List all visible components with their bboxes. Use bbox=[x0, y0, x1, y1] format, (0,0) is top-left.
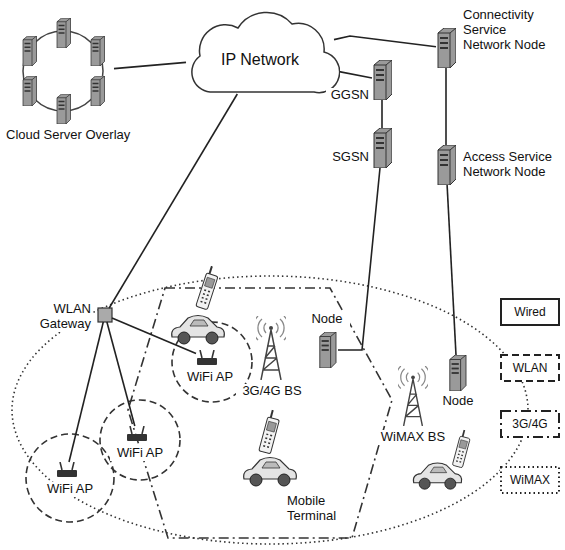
wlan-coverage bbox=[100, 400, 180, 480]
access-point-icon bbox=[57, 462, 77, 477]
legend-item: WiMAX bbox=[500, 466, 560, 494]
network-node: WiFi AP bbox=[196, 350, 218, 366]
wired-link bbox=[107, 322, 135, 426]
network-node: Node bbox=[446, 355, 468, 391]
server-icon bbox=[23, 36, 37, 66]
car-icon bbox=[413, 463, 461, 489]
car-icon bbox=[172, 316, 225, 345]
overlay-label: Cloud Server Overlay bbox=[5, 128, 175, 143]
wlan-coverage bbox=[26, 434, 114, 522]
station-label: 3G/4G BS bbox=[236, 384, 308, 399]
wired-link bbox=[114, 62, 186, 68]
server-icon bbox=[374, 128, 392, 168]
base-station-icon bbox=[253, 316, 289, 380]
access-point-icon bbox=[197, 350, 217, 365]
legend-item: 3G/4G bbox=[500, 410, 560, 438]
terminal-label: Mobile Terminal bbox=[286, 494, 346, 524]
server-icon bbox=[91, 36, 105, 66]
network-node: Cloud Server Overlay bbox=[12, 22, 114, 124]
network-node: SGSN bbox=[372, 128, 392, 168]
network-node: Node bbox=[316, 332, 338, 368]
legend-line-sample bbox=[501, 299, 559, 325]
wired-link bbox=[381, 100, 383, 128]
server-icon bbox=[320, 332, 336, 368]
wired-link bbox=[109, 94, 237, 308]
node-label: Node bbox=[304, 312, 350, 327]
cellular-coverage bbox=[128, 288, 392, 538]
server-icon bbox=[57, 18, 71, 48]
network-node: Connectivity Service Network Node bbox=[436, 28, 456, 68]
station-label: WiMAX BS bbox=[376, 430, 450, 445]
node-label: Connectivity Service Network Node bbox=[462, 8, 554, 53]
legend-item: Wired bbox=[500, 298, 560, 326]
network-node: WiFi AP bbox=[56, 462, 78, 478]
network-node: GGSN bbox=[372, 60, 392, 100]
wired-link bbox=[112, 318, 196, 353]
cloud-label: IP Network bbox=[184, 51, 336, 69]
server-icon bbox=[91, 76, 105, 106]
server-icon bbox=[450, 355, 466, 391]
server-icon bbox=[57, 94, 71, 124]
network-node: 3G/4G BS bbox=[256, 316, 286, 380]
network-node: WiFi AP bbox=[126, 426, 148, 442]
legend-text: Wired bbox=[514, 305, 545, 319]
cloud-node: IP Network bbox=[180, 10, 340, 102]
node-label: Access Service Network Node bbox=[462, 150, 554, 180]
node-label: Node bbox=[438, 394, 478, 409]
legend-text: WLAN bbox=[513, 361, 548, 375]
legend-item: WLAN bbox=[500, 354, 560, 382]
wimax-coverage bbox=[12, 276, 528, 544]
wired-link bbox=[447, 185, 456, 355]
wired-link bbox=[445, 68, 447, 145]
legend-line-sample bbox=[501, 411, 559, 437]
phone-icon bbox=[259, 409, 282, 454]
gateway-label: WLAN Gateway bbox=[30, 302, 92, 332]
car-icon bbox=[244, 458, 297, 487]
legend-line-sample bbox=[501, 355, 559, 381]
network-node: Mobile Terminal bbox=[240, 410, 310, 490]
ap-label: WiFi AP bbox=[40, 482, 100, 497]
network-node: WLAN Gateway bbox=[98, 308, 112, 322]
network-node: Access Service Network Node bbox=[436, 145, 456, 185]
server-icon bbox=[438, 145, 456, 185]
network-node: WiMAX BS bbox=[398, 366, 428, 426]
gateway-icon bbox=[98, 308, 112, 322]
ap-label: WiFi AP bbox=[110, 446, 170, 461]
server-icon bbox=[23, 76, 37, 106]
server-icon bbox=[438, 28, 456, 68]
ap-label: WiFi AP bbox=[180, 370, 240, 385]
wired-link bbox=[69, 322, 103, 462]
legend-text: 3G/4G bbox=[512, 417, 547, 431]
server-icon bbox=[374, 60, 392, 100]
wired-link bbox=[334, 36, 436, 47]
phone-icon bbox=[452, 429, 472, 468]
node-label: GGSN bbox=[326, 88, 370, 103]
access-point-icon bbox=[127, 426, 147, 441]
legend-line-sample bbox=[501, 467, 559, 493]
phone-icon bbox=[196, 265, 221, 310]
legend-text: WiMAX bbox=[510, 473, 550, 487]
base-station-icon bbox=[396, 366, 430, 426]
node-label: SGSN bbox=[326, 150, 370, 165]
